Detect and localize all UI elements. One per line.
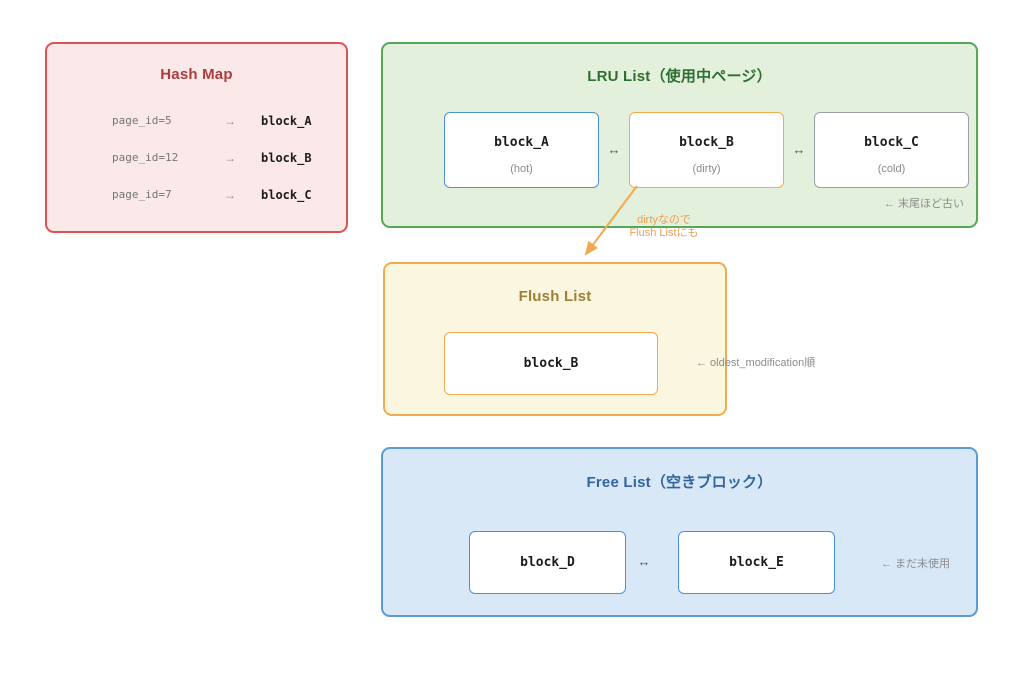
block-state: (dirty) <box>692 163 721 175</box>
free-list-title: Free List（空きブロック） <box>586 474 773 491</box>
block-e: block_E <box>678 531 835 594</box>
block-b: block_B (dirty) <box>629 112 784 188</box>
block-d: block_D <box>469 531 626 594</box>
dirty-annotation-line2: Flush Listにも <box>629 227 699 239</box>
block-c: block_C (cold) <box>814 112 969 188</box>
block-name: block_B <box>679 135 734 150</box>
block-name: block_C <box>864 135 919 150</box>
doubly-linked-arrow-icon: ↔ <box>792 142 806 157</box>
flush-order-note: ← oldest_modification順 <box>696 357 816 369</box>
block-a: block_A (hot) <box>444 112 599 188</box>
free-unused-note: ← まだ未使用 <box>880 558 950 570</box>
dirty-to-flush-arrow-icon <box>570 180 650 270</box>
block-b-flush: block_B <box>444 332 658 395</box>
block-name: block_A <box>494 135 549 150</box>
dirty-annotation-line1: dirtyなので <box>637 214 691 226</box>
maps-to-arrow-icon: → <box>224 187 236 202</box>
hash-map-entries: page_id=5 → block_A page_id=12 → block_B… <box>112 102 326 213</box>
hash-map-entry: page_id=5 → block_A <box>112 102 326 139</box>
hash-value: block_C <box>261 187 312 202</box>
flush-list-title: Flush List <box>518 288 592 305</box>
maps-to-arrow-icon: → <box>224 150 236 165</box>
hash-map-entry: page_id=12 → block_B <box>112 139 326 176</box>
free-list-panel: Free List（空きブロック） block_D ↔ block_E ← まだ… <box>381 447 978 617</box>
hash-key: page_id=7 <box>112 188 172 201</box>
lru-list-panel: LRU List（使用中ページ） block_A (hot) ↔ block_B… <box>381 42 978 228</box>
flush-list-panel: Flush List block_B <box>383 262 727 416</box>
lru-list-title: LRU List（使用中ページ） <box>587 68 772 85</box>
maps-to-arrow-icon: → <box>224 113 236 128</box>
dirty-annotation: dirtyなので Flush Listにも <box>606 214 722 240</box>
lru-tail-note: ← 末尾ほど古い <box>883 198 964 210</box>
block-name: block_E <box>729 554 784 570</box>
doubly-linked-arrow-icon: ↔ <box>607 142 621 157</box>
hash-map-entry: page_id=7 → block_C <box>112 176 326 213</box>
block-name: block_B <box>523 355 579 371</box>
block-state: (cold) <box>877 163 906 175</box>
hash-key: page_id=5 <box>112 114 172 127</box>
block-state: (hot) <box>510 163 533 175</box>
hash-value: block_A <box>261 113 312 128</box>
hash-map-panel: Hash Map page_id=5 → block_A page_id=12 … <box>45 42 348 233</box>
hash-value: block_B <box>261 150 312 165</box>
block-name: block_D <box>520 554 575 570</box>
doubly-linked-arrow-icon: ↔ <box>637 554 651 569</box>
hash-key: page_id=12 <box>112 151 179 164</box>
hash-map-title: Hash Map <box>160 66 233 83</box>
